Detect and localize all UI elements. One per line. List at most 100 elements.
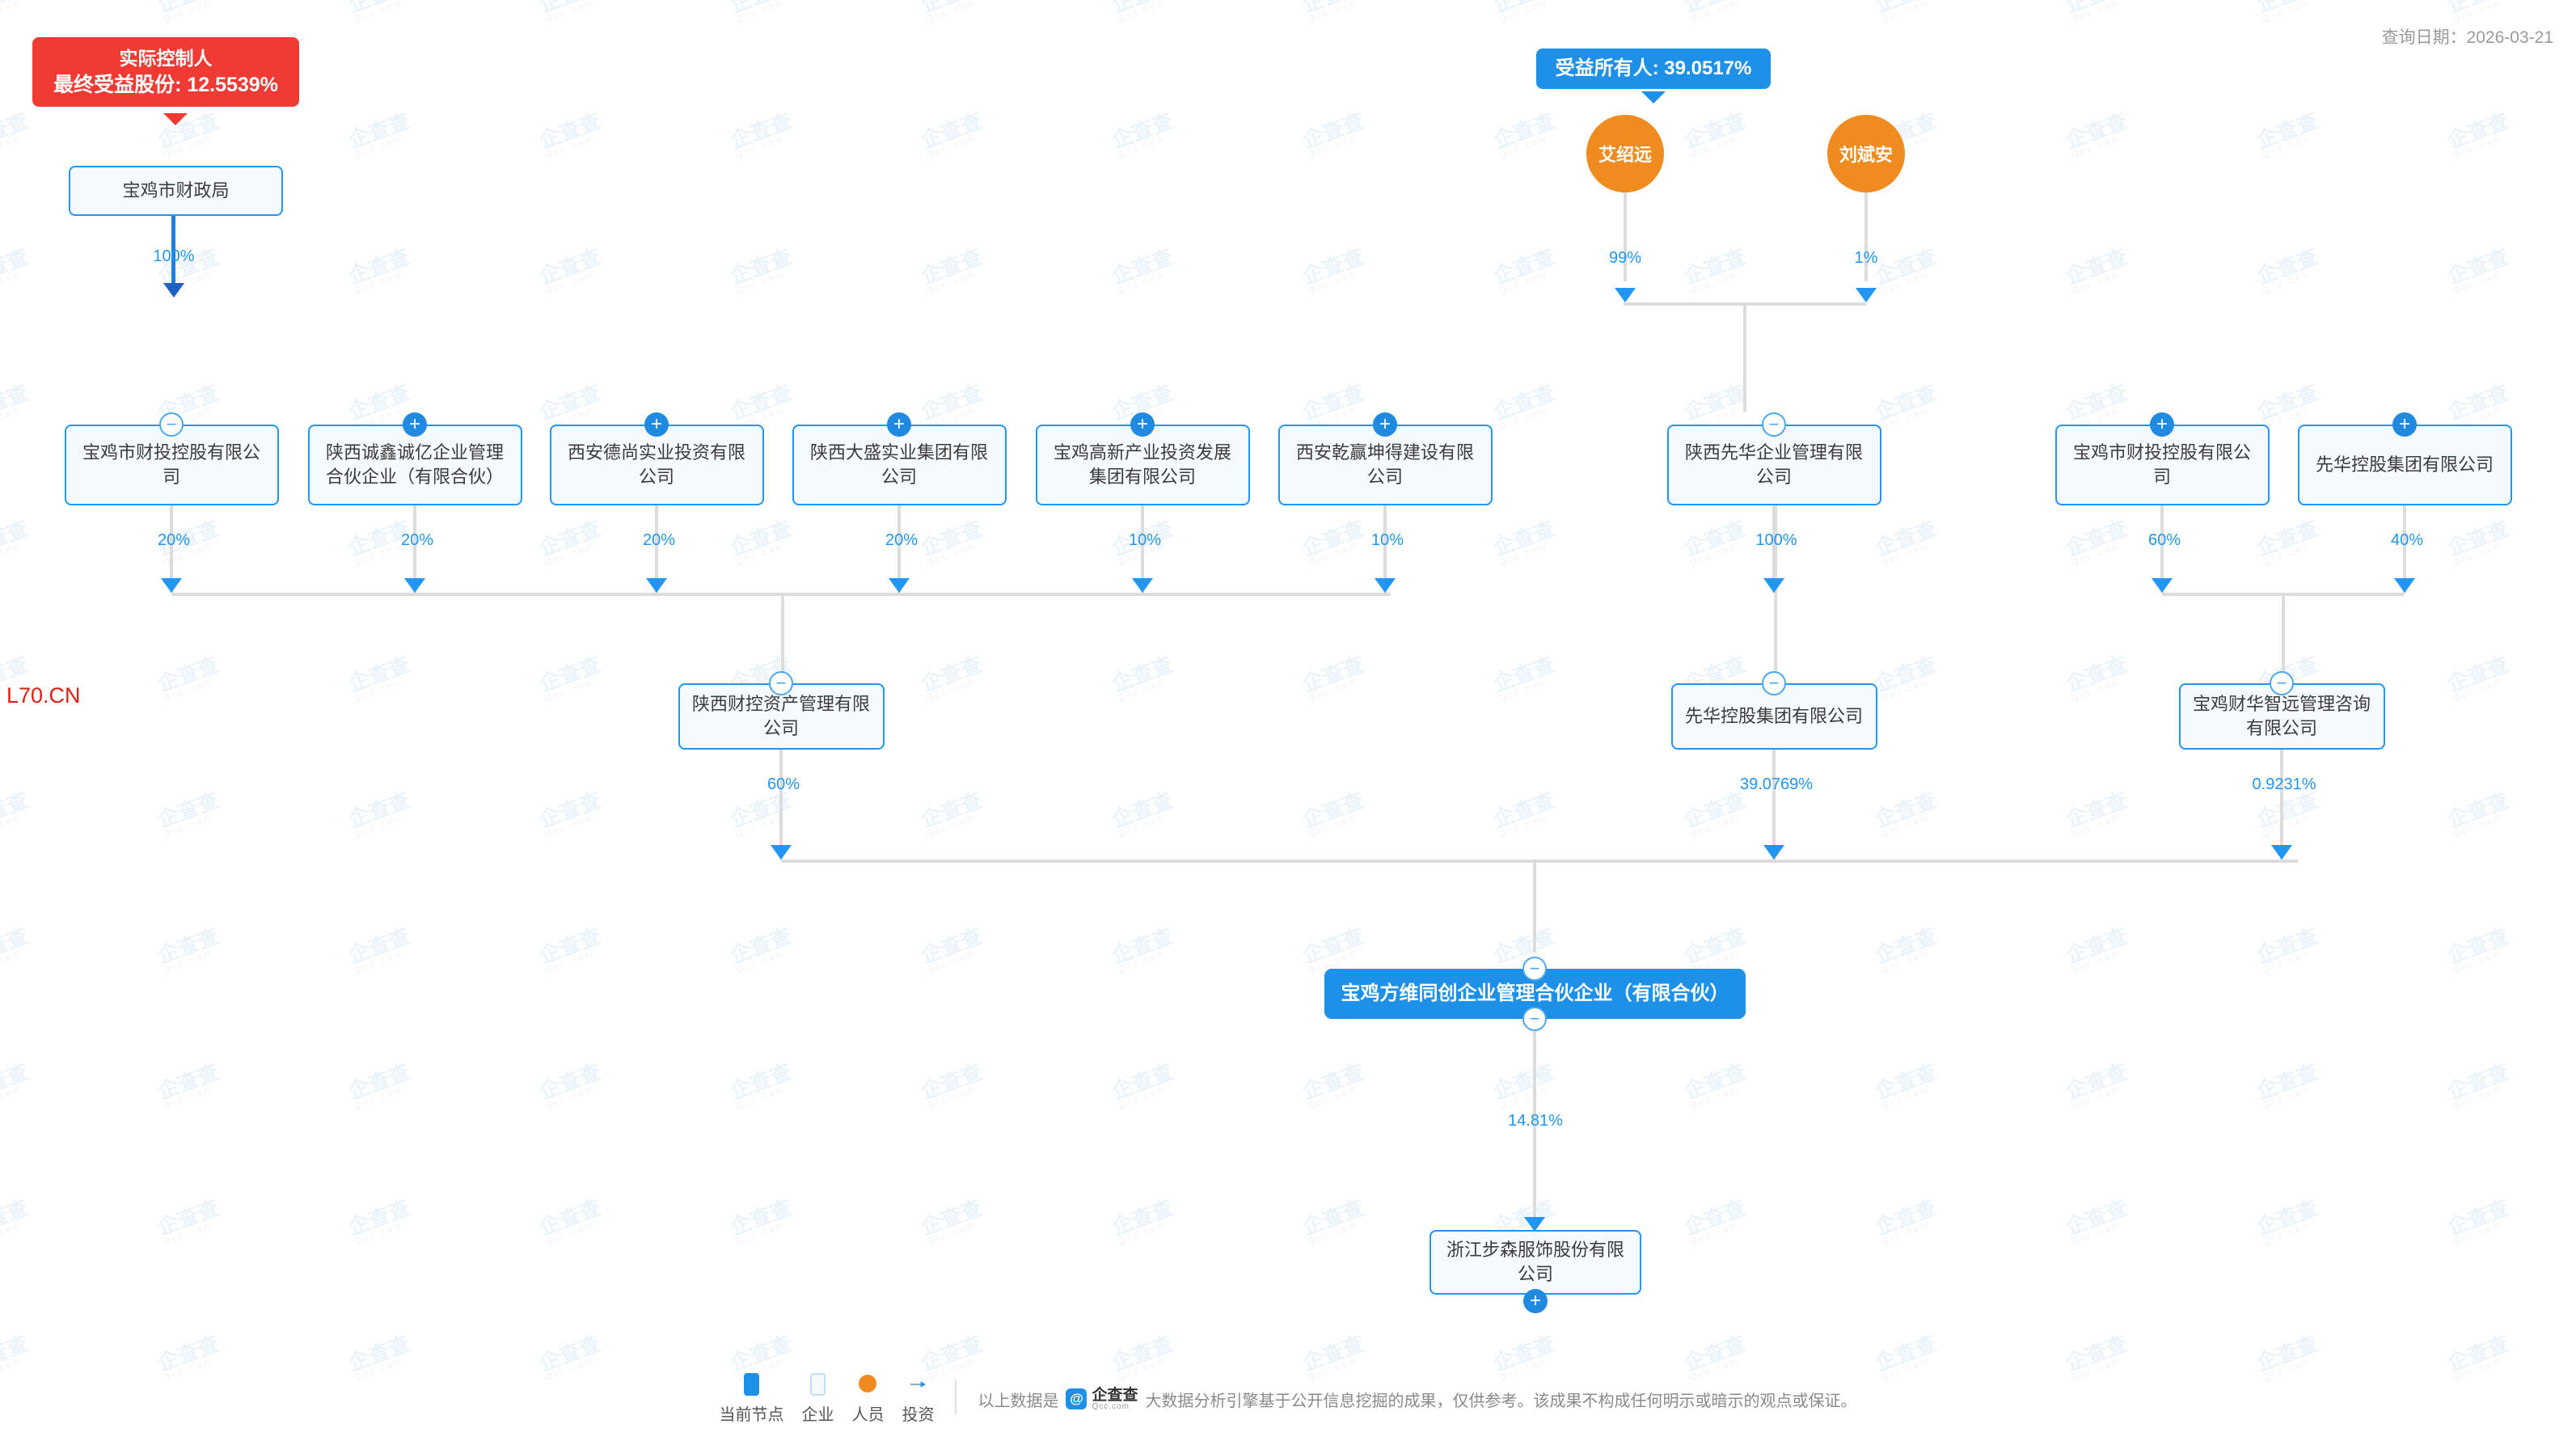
edge-level1-node-3-down <box>897 505 901 593</box>
node-person-2[interactable]: 刘斌安 <box>1827 115 1905 192</box>
level1-node-4[interactable]: 宝鸡高新产业投资发展集团有限公司 <box>1035 425 1250 505</box>
expand-icon-level1-node-5[interactable]: + <box>1373 412 1397 437</box>
actual-controller-title: 实际控制人 <box>119 48 213 69</box>
level1-node-8[interactable]: 先华控股集团有限公司 <box>2297 425 2512 505</box>
edge-level1-node-4-down <box>1141 505 1144 593</box>
beneficial-owner-tag-tip <box>1641 91 1666 104</box>
legend-label-investment: 投资 <box>902 1406 935 1424</box>
legend-item-person: 人员 <box>851 1375 884 1425</box>
level1-node-1[interactable]: 陕西诚鑫诚亿企业管理合伙企业（有限合伙） <box>307 425 522 505</box>
arrow-level1-node-2 <box>646 578 667 593</box>
collapse-icon-level2-node-1[interactable]: − <box>1762 671 1786 695</box>
level1-node-5[interactable]: 西安乾赢坤得建设有限公司 <box>1277 425 1493 505</box>
edge-person1-down <box>1624 192 1627 281</box>
arrow-level1-node-1 <box>404 578 425 593</box>
arrow-level2-node-0 <box>771 845 792 860</box>
expand-icon-level1-node-7[interactable]: + <box>2150 412 2174 437</box>
qcc-brand-name: 企查查 <box>1092 1386 1138 1404</box>
collapse-icon-level2-node-2[interactable]: − <box>2270 671 2294 695</box>
arrow-level2-node-2 <box>2271 845 2292 860</box>
investment-arrow-icon <box>910 1373 926 1396</box>
legend-item-investment: 投资 <box>902 1373 934 1425</box>
disclaimer: 以上数据是 @ 企查查 Qcc.com 大数据分析引擎基于公开信息挖掘的成果，仅… <box>978 1388 1856 1411</box>
collapse-icon-current-top[interactable]: − <box>1522 957 1547 981</box>
edge-level1-node-7-down <box>2160 505 2164 593</box>
expand-icon-target[interactable]: + <box>1523 1289 1548 1313</box>
arrow-level1-node-7 <box>2152 578 2173 593</box>
level1-node-0[interactable]: 宝鸡市财投控股有限公司 <box>64 425 279 505</box>
node-person-1[interactable]: 艾绍远 <box>1586 115 1664 192</box>
arrow-current-to-target <box>1524 1217 1545 1232</box>
level1-node-7[interactable]: 宝鸡市财投控股有限公司 <box>2054 425 2270 505</box>
expand-icon-level1-node-3[interactable]: + <box>887 412 911 437</box>
level1-node-2[interactable]: 西安德尚实业投资有限公司 <box>549 425 764 505</box>
arrow-person-1 <box>1615 288 1636 302</box>
bus-to-current-node <box>781 860 2298 863</box>
expand-icon-level1-node-4[interactable]: + <box>1130 412 1155 437</box>
edge-level2-node-2-down <box>2280 750 2283 860</box>
arrow-level1-node-3 <box>889 578 910 593</box>
expand-icon-level1-node-8[interactable]: + <box>2392 412 2417 437</box>
level1-node-6[interactable]: 陕西先华企业管理有限公司 <box>1666 425 1881 505</box>
person-swatch-icon <box>859 1375 877 1392</box>
percent-level2-node-1: 39.0769% <box>1739 775 1814 793</box>
brand-watermark: L70.CN <box>6 683 81 708</box>
legend-label-current-node: 当前节点 <box>719 1406 784 1424</box>
enterprise-swatch-icon <box>809 1373 826 1396</box>
collapse-icon-level2-node-0[interactable]: − <box>769 671 793 695</box>
node-target-busen[interactable]: 浙江步森服饰股份有限公司 <box>1429 1230 1641 1295</box>
node-finance-bureau[interactable]: 宝鸡市财政局 <box>69 166 283 216</box>
collapse-icon-level1-node-6[interactable]: − <box>1762 412 1786 437</box>
edge-person2-down <box>1864 192 1868 281</box>
collapse-icon-level1-node-0[interactable]: − <box>159 412 184 437</box>
beneficial-owner-share: 受益所有人: 39.0517% <box>1555 57 1752 79</box>
expand-icon-level1-node-2[interactable]: + <box>644 412 669 437</box>
legend-label-enterprise: 企业 <box>801 1406 834 1424</box>
edge-level1-node-0-down <box>170 505 173 593</box>
expand-icon-level1-node-1[interactable]: + <box>403 412 427 437</box>
collapse-icon-current-bottom[interactable]: − <box>1522 1007 1547 1031</box>
edge-left-cluster-down <box>781 593 784 682</box>
level1-node-3[interactable]: 陕西大盛实业集团有限公司 <box>792 425 1007 505</box>
